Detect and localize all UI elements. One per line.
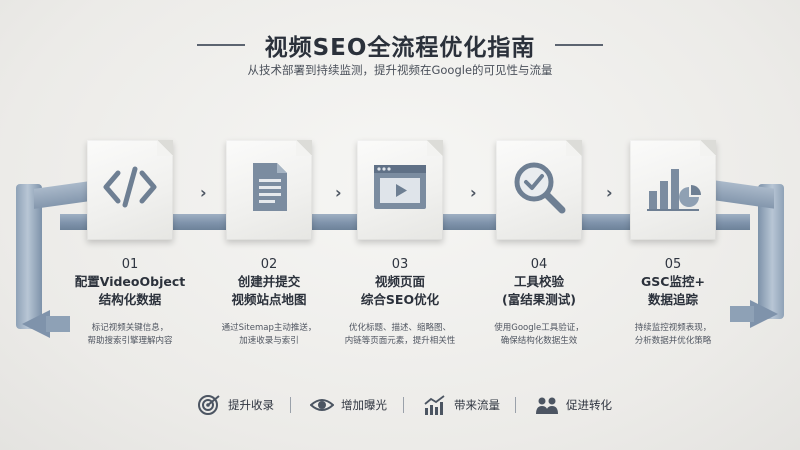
step-1: 01 配置VideoObject 结构化数据	[60, 257, 200, 308]
step-5-description: 持续监控视频表现， 分析数据并优化策略	[598, 322, 748, 348]
chevron-right-icon: ›	[606, 183, 613, 202]
page-subtitle: 从技术部署到持续监测，提升视频在Google的可见性与流量	[247, 63, 553, 77]
divider	[403, 397, 404, 413]
step-title-line2: (富结果测试)	[502, 292, 576, 307]
target-icon	[198, 395, 220, 415]
step-number: 01	[121, 257, 139, 272]
step-4-description: 使用Google工具验证， 确保结构化数据生效	[464, 322, 614, 348]
step-card-1	[87, 140, 173, 240]
magnifier-check-icon	[514, 162, 566, 214]
desc-line: 内链等页面元素，提升相关性	[344, 336, 456, 346]
header: 视频SEO全流程优化指南	[0, 28, 800, 62]
users-icon	[536, 397, 558, 414]
step-title-line2: 结构化数据	[98, 292, 162, 307]
divider	[515, 397, 516, 413]
code-brackets-icon	[103, 166, 157, 208]
desc-line: 使用Google工具验证，	[494, 323, 584, 333]
trend-chart-icon	[424, 395, 445, 415]
chevron-right-icon: ›	[200, 183, 207, 202]
step-title-line2: 视频站点地图	[231, 292, 307, 307]
step-title-line2: 数据追踪	[647, 292, 698, 307]
chart-icon	[647, 169, 701, 211]
title-rule-right	[554, 44, 603, 46]
step-title-line1: 视频页面	[374, 274, 425, 289]
desc-line: 标记视频关键信息，	[91, 323, 169, 333]
benefit-label: 带来流量	[454, 398, 500, 412]
page-title: 视频SEO全流程优化指南	[264, 35, 536, 61]
benefit-label: 促进转化	[566, 398, 612, 412]
desc-line: 通过Sitemap主动推送，	[221, 323, 317, 333]
step-3: 03 视频页面 综合SEO优化	[330, 257, 470, 308]
step-card-3	[357, 140, 443, 240]
step-title-line1: 创建并提交	[237, 274, 301, 289]
step-card-2	[226, 140, 312, 240]
step-card-4	[496, 140, 582, 240]
step-number: 02	[260, 257, 278, 272]
step-1-description: 标记视频关键信息， 帮助搜索引擎理解内容	[55, 322, 205, 348]
chevron-right-icon: ›	[470, 183, 477, 202]
step-3-description: 优化标题、描述、缩略图、 内链等页面元素，提升相关性	[325, 322, 475, 348]
eye-icon	[310, 399, 334, 411]
document-icon	[253, 163, 287, 211]
divider	[290, 397, 291, 413]
step-title-line1: 配置VideoObject	[74, 274, 186, 289]
step-card-5	[630, 140, 716, 240]
benefit-traffic: 带来流量	[423, 392, 500, 418]
benefit-exposure: 增加曝光	[310, 392, 387, 418]
step-number: 04	[530, 257, 548, 272]
step-4: 04 工具校验 (富结果测试)	[469, 257, 609, 308]
step-2: 02 创建并提交 视频站点地图	[199, 257, 339, 308]
step-number: 03	[391, 257, 409, 272]
step-title-line2: 综合SEO优化	[360, 292, 440, 307]
step-5: 05 GSC监控+ 数据追踪	[603, 257, 743, 308]
benefits-row: 提升收录 增加曝光 带来流量 促进转化	[0, 392, 800, 418]
ribbon-left-arrowhead	[22, 310, 70, 338]
desc-line: 加速收录与索引	[239, 336, 299, 346]
chevron-right-icon: ›	[335, 183, 342, 202]
benefit-conversion: 促进转化	[535, 392, 612, 418]
title-rule-left	[197, 44, 246, 46]
step-title-line1: 工具校验	[513, 274, 564, 289]
step-title-line1: GSC监控+	[641, 274, 705, 289]
benefit-label: 增加曝光	[341, 398, 387, 412]
desc-line: 帮助搜索引擎理解内容	[87, 336, 173, 346]
step-number: 05	[664, 257, 682, 272]
benefit-indexing: 提升收录	[197, 392, 274, 418]
step-2-description: 通过Sitemap主动推送， 加速收录与索引	[194, 322, 344, 348]
desc-line: 分析数据并优化策略	[634, 336, 712, 346]
video-page-icon	[374, 165, 426, 209]
ribbon-right-arrowhead	[730, 300, 778, 328]
benefit-label: 提升收录	[228, 398, 274, 412]
desc-line: 确保结构化数据生效	[500, 336, 578, 346]
desc-line: 优化标题、描述、缩略图、	[348, 323, 451, 333]
desc-line: 持续监控视频表现，	[634, 323, 712, 333]
